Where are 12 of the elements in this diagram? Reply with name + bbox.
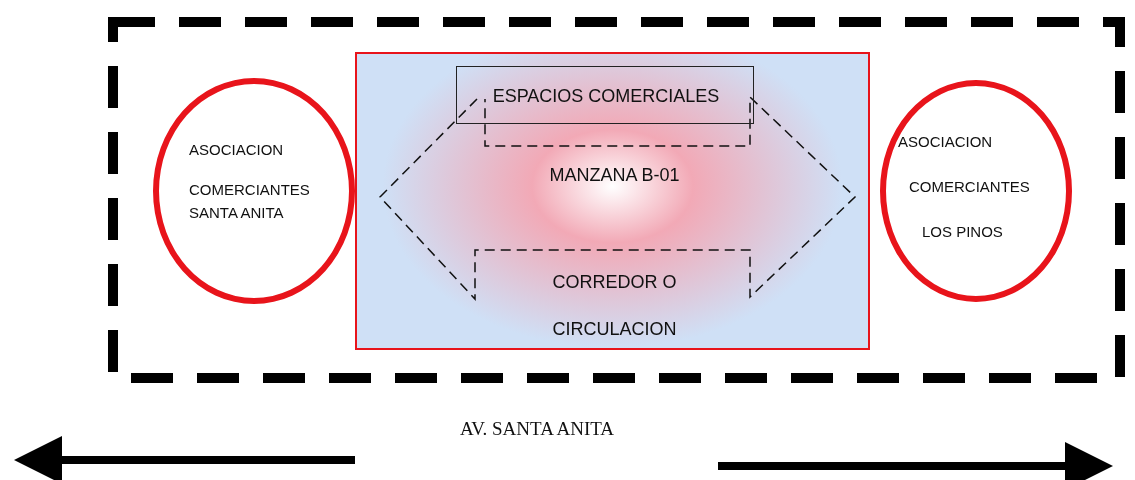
node-text: COMERCIANTES SANTA ANITA [189,180,311,223]
node-text: ASOCIACION [189,140,285,160]
node-text: ESPACIOS COMERCIALES [491,85,721,108]
node-text: CORREDOR O CIRCULACION [551,271,678,341]
street-label: AV. SANTA ANITA [460,418,615,440]
node-text: LOS PINOS [922,222,1004,242]
node-text: MANZANA B-01 [548,164,681,187]
commercial-spaces-box [456,66,754,124]
node-text: ASOCIACION [898,132,994,152]
node-text: COMERCIANTES [909,177,1031,197]
block-rectangle [355,52,870,350]
association-ellipse [880,80,1072,302]
